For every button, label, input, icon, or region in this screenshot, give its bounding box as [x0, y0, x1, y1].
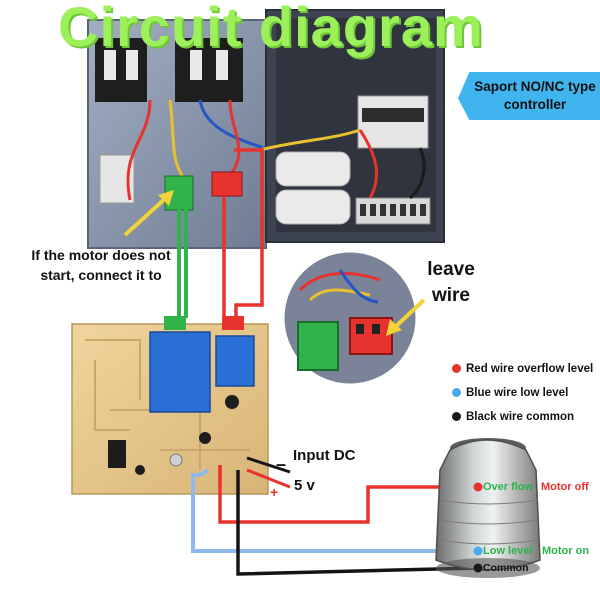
overflow-label: Over flow — [483, 481, 534, 493]
legend-item-blue: Blue wire low level — [452, 387, 568, 399]
controller-board-icon — [71, 316, 269, 495]
motor-off-label: Motor off — [541, 481, 589, 493]
black-dot-icon — [452, 412, 461, 421]
motor-on-label: Motor on — [542, 545, 590, 557]
legend-label: Blue wire low level — [466, 387, 569, 399]
page-title: Circuit diagram — [58, 0, 484, 58]
red-dot-icon — [452, 364, 461, 373]
blue-dot-icon — [452, 388, 461, 397]
voltage-label: 5 v — [294, 477, 315, 494]
legend-item-black: Black wire common — [452, 411, 574, 423]
electrical-panel-icon — [87, 9, 445, 249]
water-tank-icon — [435, 438, 541, 578]
legend-label: Black wire common — [466, 411, 575, 423]
motor-note: If the motor does not start, connect it … — [31, 247, 171, 283]
low-level-label: Low level — [483, 545, 533, 557]
minus-label: – — [276, 454, 287, 474]
legend-item-red: Red wire overflow level — [452, 363, 593, 375]
input-dc-label: Input DC — [293, 447, 356, 464]
arrow-icon — [123, 190, 174, 237]
inset-zoom — [281, 249, 426, 387]
callout-badge — [458, 72, 600, 120]
common-label: Common — [483, 562, 529, 574]
callout-text: Saport NO/NC type controller — [474, 79, 596, 112]
inset-label: leave wire — [427, 259, 475, 306]
legend-label: Red wire overflow level — [466, 363, 594, 375]
plus-label: + — [270, 484, 279, 500]
